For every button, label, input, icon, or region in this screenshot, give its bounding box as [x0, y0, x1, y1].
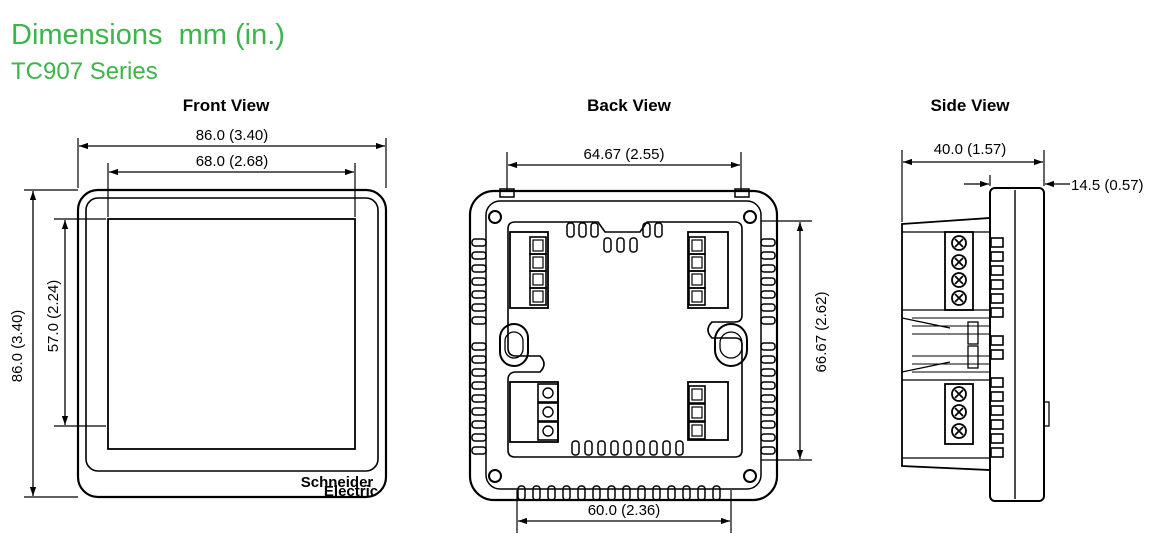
bottom-edge-teeth: [517, 485, 721, 501]
back-height: 66.67 (2.62): [813, 292, 830, 373]
mount-slot-right: [714, 323, 748, 367]
back-plate-outline: [507, 221, 743, 458]
page-title: Dimensions mm (in.): [11, 19, 285, 51]
side-rear-body: [901, 217, 991, 471]
side-view: 40.0 (1.57) 14.5 (0.57): [901, 141, 1144, 502]
mount-hole-bottom-right: [743, 469, 757, 483]
mount-hole-top-left: [488, 210, 502, 224]
front-screen-height: 57.0 (2.24): [45, 280, 62, 353]
terminal-block-top-left: [509, 231, 549, 309]
right-edge-teeth: [760, 238, 776, 455]
front-view: Schneider Electric 86.0 (3.40) 68.0 (2.6…: [9, 127, 388, 500]
schneider-logo-line2: Electric: [324, 483, 378, 500]
front-view-label: Front View: [182, 96, 270, 115]
terminal-block-top-right: [687, 231, 729, 309]
left-edge-teeth: [471, 238, 487, 455]
side-view-label: Side View: [930, 96, 1010, 115]
front-screen-width: 68.0 (2.68): [196, 153, 269, 170]
schneider-logo-line1: Schneider: [301, 474, 374, 491]
side-front-depth: 14.5 (0.57): [1071, 177, 1144, 194]
mount-slot-left: [499, 323, 529, 367]
back-top-width: 64.67 (2.55): [584, 146, 665, 163]
side-terminal-bottom: [944, 383, 974, 445]
series-title: TC907 Series: [11, 58, 158, 85]
back-view: 64.67 (2.55) 60.0 (2.36) 66.67 (2.62): [468, 146, 830, 533]
terminal-block-bottom-right: [687, 381, 729, 441]
back-bottom-width: 60.0 (2.36): [588, 502, 661, 519]
side-fins: [990, 237, 1004, 458]
side-depth: 40.0 (1.57): [934, 141, 1007, 158]
front-screen: [107, 218, 356, 450]
terminal-block-bottom-left: [509, 381, 559, 443]
back-view-label: Back View: [587, 96, 671, 115]
front-overall-height: 86.0 (3.40): [9, 310, 26, 383]
top-connector-teeth: [566, 222, 663, 253]
mount-hole-bottom-left: [488, 469, 502, 483]
front-overall-width: 86.0 (3.40): [196, 127, 269, 144]
front-bezel-outer: [76, 188, 388, 499]
mount-hole-top-right: [743, 210, 757, 224]
bottom-inner-teeth: [571, 440, 684, 456]
front-bezel-inner: [85, 197, 379, 472]
side-terminal-top: [944, 231, 974, 311]
